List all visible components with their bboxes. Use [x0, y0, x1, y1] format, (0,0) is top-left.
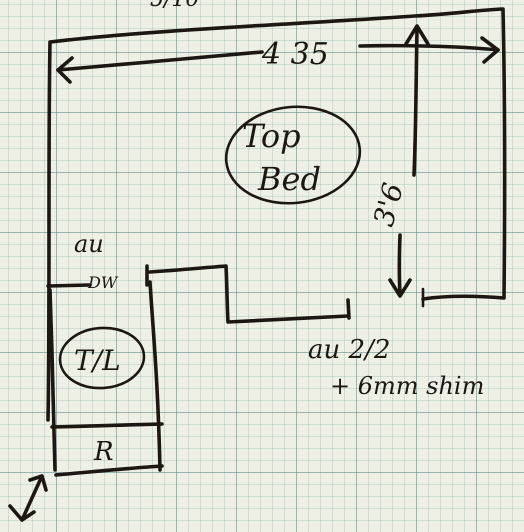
tl-label: T/L: [74, 344, 121, 377]
width-dimension-line: [56, 43, 500, 72]
wall-tick-left: [46, 264, 149, 288]
stepped-wall: [148, 264, 350, 324]
wall-note-left-line1: au: [74, 230, 104, 258]
wall-note-left-line2: DW: [87, 273, 119, 292]
wall-tick-right: [346, 298, 351, 320]
tl-r-divider: [50, 422, 164, 429]
depth-dimension-label: 3'6: [367, 179, 410, 229]
r-label: R: [93, 437, 114, 467]
top-bed-label-line1: Top: [242, 117, 301, 155]
width-arrow-right-icon: [480, 36, 500, 64]
top-bed-oval: [224, 105, 362, 205]
depth-arrow-down-icon: [388, 278, 412, 298]
width-arrow-left-icon: [56, 56, 74, 84]
width-dimension-label: 4 35: [261, 37, 329, 72]
depth-dimension-line: [397, 28, 419, 297]
partial-arrow-icon: [8, 474, 48, 522]
wall-note-right-line1: au 2/2: [308, 335, 390, 365]
depth-arrow-up-icon: [404, 24, 430, 46]
top-cut-label: 5/10: [150, 0, 199, 12]
wall-note-right-line2: + 6mm shim: [330, 372, 484, 400]
room-outline: [46, 7, 507, 422]
top-bed-label-line2: Bed: [257, 160, 321, 198]
r-box-bottom: [54, 464, 164, 477]
tl-column-outline: [48, 280, 162, 472]
tl-oval: [58, 326, 146, 390]
